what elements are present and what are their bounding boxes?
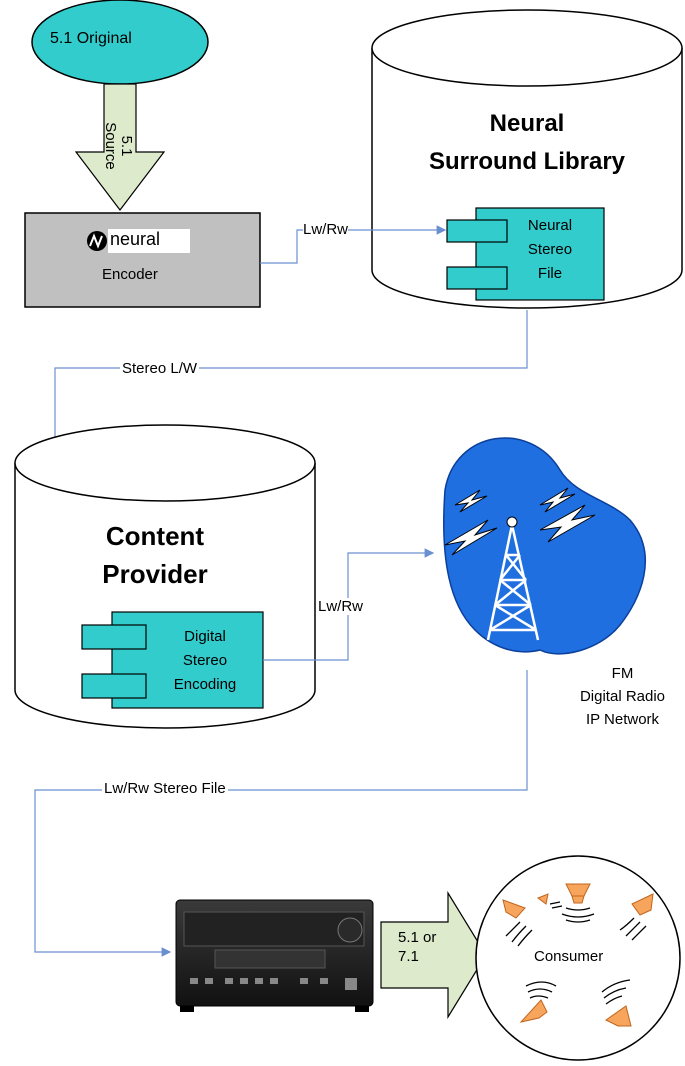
- connector-label-encoder-library: Lw/Rw: [303, 221, 349, 238]
- encoder-label: Encoder: [102, 266, 158, 283]
- output-arrow-line-1: 5.1 or: [398, 929, 437, 946]
- connector-label-library-provider: Stereo L/W: [120, 360, 200, 377]
- provider-port-bottom: [81, 673, 147, 699]
- source-arrow-label: 5.1 Source: [100, 110, 136, 186]
- connector-label-broadcast-receiver: Lw/Rw Stereo File: [102, 780, 228, 797]
- encoder-box: [24, 212, 261, 308]
- provider-component-line-1: Digital: [184, 628, 226, 645]
- sound-wave-icons: [505, 901, 647, 1005]
- provider-component-label: Digital Stereo Encoding: [145, 625, 265, 697]
- source-arrow: [74, 83, 166, 211]
- av-receiver-icon: [175, 899, 374, 1012]
- library-file-line-1: Neural: [527, 217, 573, 234]
- library-file-line-2: Stereo: [527, 241, 573, 258]
- source-arrow-line-2: Source: [102, 122, 119, 170]
- consumer-circle: [475, 855, 681, 1061]
- library-title-line-1: Neural: [489, 110, 565, 137]
- library-file-label: Neural Stereo File: [500, 214, 600, 286]
- library-title-line-2: Surround Library: [428, 148, 626, 175]
- library-file-line-3: File: [537, 265, 563, 282]
- library-port-top: [446, 219, 508, 243]
- provider-title-line-1: Content: [105, 521, 205, 551]
- signal-bolt-icons: [444, 487, 596, 556]
- connector-label-provider-broadcast: Lw/Rw: [318, 598, 364, 615]
- library-port-bottom: [446, 266, 508, 290]
- output-arrow-line-2: 7.1: [398, 948, 419, 965]
- broadcast-label: FM Digital Radio IP Network: [560, 662, 685, 731]
- consumer-label: Consumer: [534, 948, 604, 965]
- provider-port-top: [81, 624, 147, 650]
- broadcast-tower-icon: [443, 437, 646, 655]
- library-title: Neural Surround Library: [372, 105, 682, 181]
- output-arrow-label: 5.1 or 7.1: [398, 928, 436, 966]
- tower-lattice-icon: [486, 524, 540, 641]
- provider-component-line-2: Stereo: [182, 652, 228, 669]
- source-arrow-line-1: 5.1: [118, 135, 135, 157]
- connector-encoder-library: [260, 225, 447, 264]
- original-label: 5.1 Original: [50, 30, 132, 47]
- provider-component-line-3: Encoding: [173, 676, 237, 693]
- connector-broadcast-receiver: [34, 670, 528, 957]
- provider-title: Content Provider: [40, 517, 270, 593]
- output-arrow: [380, 890, 487, 1020]
- broadcast-label-line-3: IP Network: [585, 711, 660, 728]
- provider-title-line-2: Provider: [102, 559, 208, 589]
- broadcast-label-line-1: FM: [611, 665, 634, 682]
- broadcast-label-line-2: Digital Radio: [579, 688, 666, 705]
- speaker-icons: [502, 883, 654, 1027]
- encoder-logo-text: neural: [110, 229, 161, 249]
